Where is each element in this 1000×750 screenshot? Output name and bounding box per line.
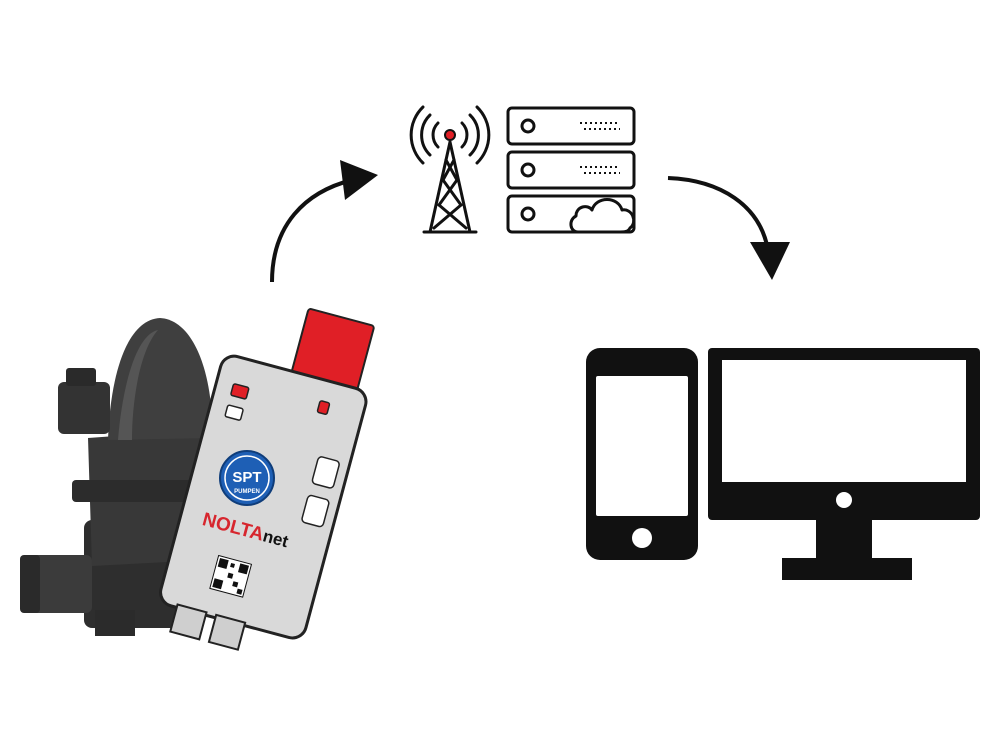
logo-line2: PUMPEN (234, 489, 260, 495)
cloud-icon (569, 198, 636, 234)
curved-arrow-down-right-icon (667, 176, 790, 280)
server-stack-icon (506, 106, 636, 234)
desktop-monitor-icon (708, 348, 980, 580)
curved-arrow-up-right-icon (270, 160, 378, 283)
noltanet-module-icon (159, 308, 375, 651)
radio-tower-icon (409, 105, 491, 234)
smartphone-icon (586, 348, 698, 560)
qr-code (209, 554, 253, 598)
logo-line1: SPT (232, 469, 261, 486)
spt-pumpen-logo: SPT PUMPEN (219, 450, 275, 506)
